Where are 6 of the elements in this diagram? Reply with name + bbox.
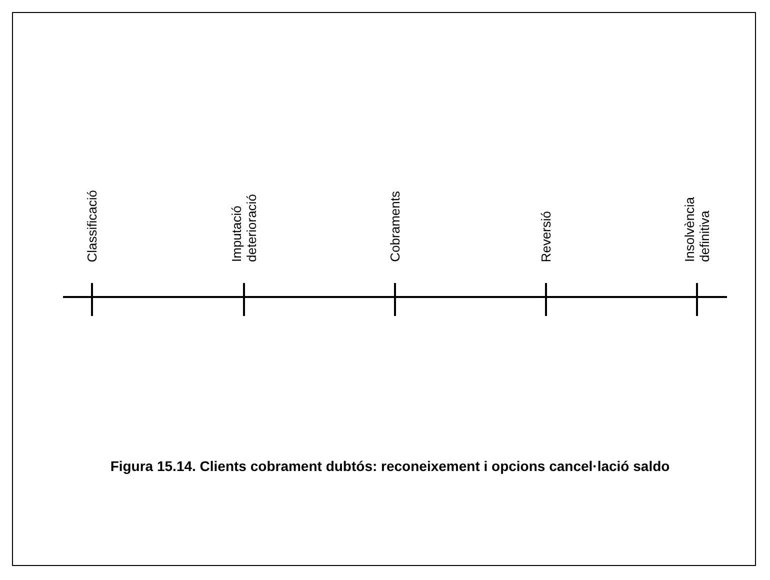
timeline-label: Cobraments — [388, 191, 402, 262]
timeline-label: Classificació — [84, 190, 100, 262]
timeline-label: Insolvència definitiva — [682, 196, 712, 262]
timeline-label: Imputació deterioració — [229, 193, 259, 262]
timeline-label: Reversió — [538, 210, 554, 262]
figure-caption: Figura 15.14. Clients cobrament dubtós: reconeixement i opcions cancel·lació saldo — [109, 457, 671, 476]
